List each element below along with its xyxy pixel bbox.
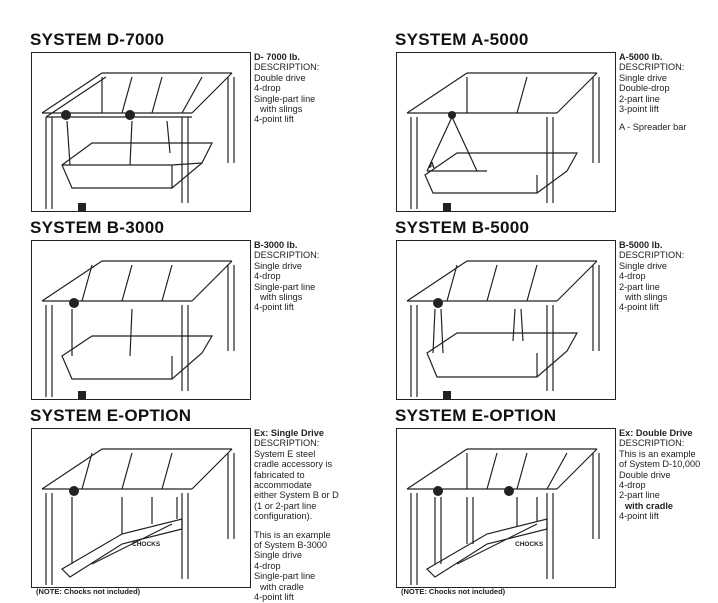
desc-line: 4-drop (254, 560, 281, 571)
spacer (254, 522, 384, 530)
boat-lift-drawing (41, 260, 235, 399)
desc-line: 4-drop (254, 83, 281, 94)
desc-line: with slings (625, 292, 668, 303)
panel-system-e-option-single: SYSTEM E-OPTION CHOCKS Ex: Single Drive … (30, 406, 385, 602)
desc-line: DESCRIPTION: (619, 62, 685, 73)
capacity-heading: B-5000 lb. (619, 240, 663, 250)
panel-title: SYSTEM E-OPTION (395, 406, 557, 425)
boat-lift-drawing (41, 72, 235, 211)
capacity-heading: A-5000 lb. (619, 52, 663, 62)
spacer (619, 114, 718, 122)
desc-line: fabricated to (254, 469, 305, 480)
panel-system-a-5000: SYSTEM A-5000 A A-5000 lb. DESCRIPTION: … (395, 30, 718, 220)
desc-line: 3-point lift (619, 104, 659, 115)
desc-line: This is an example (619, 448, 696, 459)
desc-line: 4-point lift (254, 302, 294, 313)
chocks-label: CHOCKS (132, 541, 161, 548)
desc-line: Single-part line (254, 571, 316, 582)
desc-line: Double drive (254, 72, 306, 83)
desc-line: 2-part line (619, 490, 660, 501)
desc-line: of System D-10,000 (619, 459, 701, 470)
desc-line: DESCRIPTION: (254, 62, 320, 73)
desc-line: of System B-3000 (254, 540, 328, 551)
description-block: D- 7000 lb. DESCRIPTION: Double drive 4-… (254, 52, 384, 125)
desc-line: with slings (260, 104, 303, 115)
panel-system-e-option-double: SYSTEM E-OPTION CHOCKS Ex: Double Dri (395, 406, 718, 596)
desc-line: cradle accessory is (254, 459, 333, 470)
desc-line: 4-drop (254, 271, 281, 282)
boat-lift-drawing (406, 72, 600, 211)
desc-line: 2-part line (619, 93, 660, 104)
description-block: B-5000 lb. DESCRIPTION: Single drive 4-d… (619, 240, 718, 313)
panel-title: SYSTEM D-7000 (30, 30, 165, 49)
boat-lift-drawing (41, 448, 235, 585)
chocks-note: (NOTE: Chocks not included) (36, 587, 141, 596)
desc-line: 2-part line (619, 281, 660, 292)
desc-line: 4-point lift (254, 592, 294, 603)
desc-line: with cradle (260, 581, 304, 592)
desc-line: (1 or 2-part line (254, 500, 317, 511)
desc-line: 4-point lift (619, 511, 659, 522)
desc-line: configuration). (254, 511, 313, 522)
boat-lift-drawing (406, 260, 600, 399)
desc-line: 4-drop (619, 480, 646, 491)
desc-line: with slings (260, 292, 303, 303)
desc-line: 4-point lift (619, 302, 659, 313)
desc-line: DESCRIPTION: (254, 250, 320, 261)
desc-line: Single drive (254, 260, 303, 271)
description-block: Ex: Single Drive DESCRIPTION: System E s… (254, 428, 384, 603)
desc-line: DESCRIPTION: (619, 438, 685, 449)
capacity-heading: Ex: Single Drive (254, 428, 324, 438)
desc-line: accommodate (254, 480, 312, 491)
lift-illustration: CHOCKS (31, 428, 251, 588)
panel-system-b-5000: SYSTEM B-5000 B-5000 lb. DESCRIPTION: Si… (395, 218, 718, 408)
panel-system-d-7000: SYSTEM D-7000 D- 7000 lb. (30, 30, 385, 220)
capacity-heading: D- 7000 lb. (254, 52, 300, 62)
description-block: A-5000 lb. DESCRIPTION: Single drive Dou… (619, 52, 718, 133)
description-block: B-3000 lb. DESCRIPTION: Single drive 4-d… (254, 240, 384, 313)
lift-illustration: CHOCKS (396, 428, 616, 588)
description-block: Ex: Double Drive DESCRIPTION: This is an… (619, 428, 718, 522)
lift-illustration (31, 52, 251, 212)
lift-illustration (31, 240, 251, 400)
panel-title: SYSTEM B-5000 (395, 218, 530, 237)
lift-illustration: A (396, 52, 616, 212)
capacity-heading: B-3000 lb. (254, 240, 298, 250)
desc-line: 4-drop (619, 271, 646, 282)
desc-line: Single-part line (254, 93, 316, 104)
desc-line: Double drive (619, 469, 671, 480)
desc-line: Single drive (619, 72, 668, 83)
capacity-heading: Ex: Double Drive (619, 428, 693, 438)
panel-title: SYSTEM E-OPTION (30, 406, 192, 425)
desc-line: DESCRIPTION: (254, 438, 320, 449)
lift-illustration (396, 240, 616, 400)
desc-line: DESCRIPTION: (619, 250, 685, 261)
desc-line: 4-point lift (254, 114, 294, 125)
desc-line: either System B or D (254, 490, 339, 501)
chocks-note: (NOTE: Chocks not included) (401, 587, 506, 596)
desc-line: Single drive (254, 550, 303, 561)
chocks-label: CHOCKS (515, 541, 544, 548)
desc-line: with cradle (625, 500, 673, 511)
desc-line: Single-part line (254, 281, 316, 292)
desc-line: Single drive (619, 260, 668, 271)
desc-line: This is an example (254, 529, 331, 540)
panel-system-b-3000: SYSTEM B-3000 B-3000 lb. DESCRIPTION: Si… (30, 218, 385, 408)
panel-title: SYSTEM A-5000 (395, 30, 529, 49)
boat-lift-drawing (406, 448, 600, 585)
desc-line: System E steel (254, 448, 316, 459)
desc-line: Double-drop (619, 83, 670, 94)
spreader-bar-legend: A - Spreader bar (619, 122, 687, 133)
panel-title: SYSTEM B-3000 (30, 218, 165, 237)
spreader-bar-label: A (429, 161, 435, 170)
